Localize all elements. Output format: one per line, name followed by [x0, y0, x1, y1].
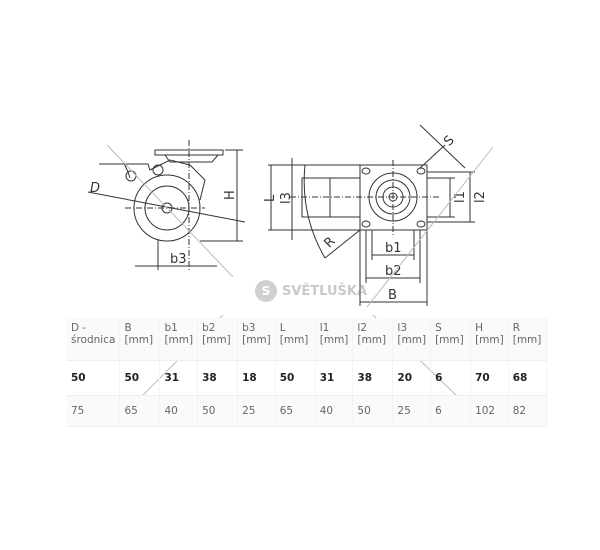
- header-text: [mm]: [397, 334, 427, 346]
- label-D: D: [90, 181, 100, 196]
- logo-text: SVĚTLUŠKA: [282, 283, 368, 299]
- table-cell: 75: [67, 395, 121, 427]
- header-text: L: [279, 322, 286, 334]
- column-header: b1[mm]: [159, 318, 199, 361]
- header-text: [mm]: [164, 334, 194, 346]
- side-view: D H b3: [87, 140, 246, 272]
- label-L: L: [263, 194, 278, 202]
- label-H: H: [223, 190, 238, 200]
- header-text: [mm]: [319, 334, 349, 346]
- column-header: S[mm]: [430, 318, 472, 361]
- header-text: b2: [202, 322, 216, 334]
- label-b1: b1: [385, 241, 402, 256]
- table-cell: 18: [237, 360, 276, 396]
- header-text: l2: [357, 322, 368, 334]
- table-cell: 50: [119, 360, 161, 396]
- table-cell: 50: [352, 395, 394, 427]
- column-header: L[mm]: [275, 318, 316, 361]
- column-header: l3[mm]: [392, 318, 432, 361]
- table-cell: 50: [197, 395, 239, 427]
- column-header: B[mm]: [119, 318, 161, 361]
- logo-badge: S: [255, 280, 277, 302]
- header-text: [mm]: [475, 334, 504, 346]
- header-text: l3: [397, 322, 408, 334]
- table-cell: 6: [430, 360, 472, 396]
- table-cell: 20: [392, 360, 432, 396]
- label-B: B: [388, 288, 397, 303]
- label-l2: l2: [473, 191, 488, 203]
- table-cell: 65: [275, 395, 316, 427]
- label-b3: b3: [170, 252, 187, 267]
- table-cell: 40: [315, 395, 354, 427]
- column-header: l2[mm]: [352, 318, 394, 361]
- table-cell: 25: [392, 395, 432, 427]
- header-text: b1: [164, 322, 178, 334]
- table-cell: 40: [159, 395, 199, 427]
- header-text: [mm]: [242, 334, 271, 346]
- header-text: środnica: [71, 334, 116, 346]
- header-text: [mm]: [124, 334, 154, 346]
- table-cell: 82: [508, 395, 547, 427]
- top-view: L l3 l1 l2 R S b1 b2 B: [263, 124, 488, 306]
- column-header: H[mm]: [470, 318, 509, 361]
- header-text: [mm]: [512, 334, 542, 346]
- watermark-logo: S SVĚTLUŠKA: [255, 280, 367, 302]
- header-text: [mm]: [435, 334, 464, 346]
- table-cell: 25: [237, 395, 276, 427]
- column-header: R[mm]: [508, 318, 547, 361]
- table-cell: 50: [275, 360, 316, 396]
- table-cell: 31: [315, 360, 354, 396]
- table-cell: 68: [508, 360, 547, 396]
- column-header: l1[mm]: [315, 318, 354, 361]
- header-text: [mm]: [279, 334, 309, 346]
- table-cell: 6: [430, 395, 472, 427]
- table-cell: 38: [352, 360, 394, 396]
- table-cell: 50: [67, 360, 121, 396]
- header-text: [mm]: [202, 334, 231, 346]
- table-cell: 31: [159, 360, 199, 396]
- header-text: B: [124, 322, 132, 334]
- header-text: [mm]: [357, 334, 387, 346]
- header-text: S: [435, 322, 442, 334]
- header-text: D -: [71, 322, 87, 334]
- header-text: b3: [242, 322, 256, 334]
- header-text: l1: [319, 322, 330, 334]
- column-header: D -środnica: [67, 318, 121, 361]
- table-cell: 65: [119, 395, 161, 427]
- column-header: b2[mm]: [197, 318, 239, 361]
- table-cell: 102: [470, 395, 509, 427]
- table-cell: 38: [197, 360, 239, 396]
- header-text: R: [512, 322, 521, 334]
- table-cell: 70: [470, 360, 509, 396]
- label-l1: l1: [453, 191, 468, 203]
- column-header: b3[mm]: [237, 318, 276, 361]
- header-text: H: [475, 322, 483, 334]
- label-l3: l3: [279, 192, 294, 204]
